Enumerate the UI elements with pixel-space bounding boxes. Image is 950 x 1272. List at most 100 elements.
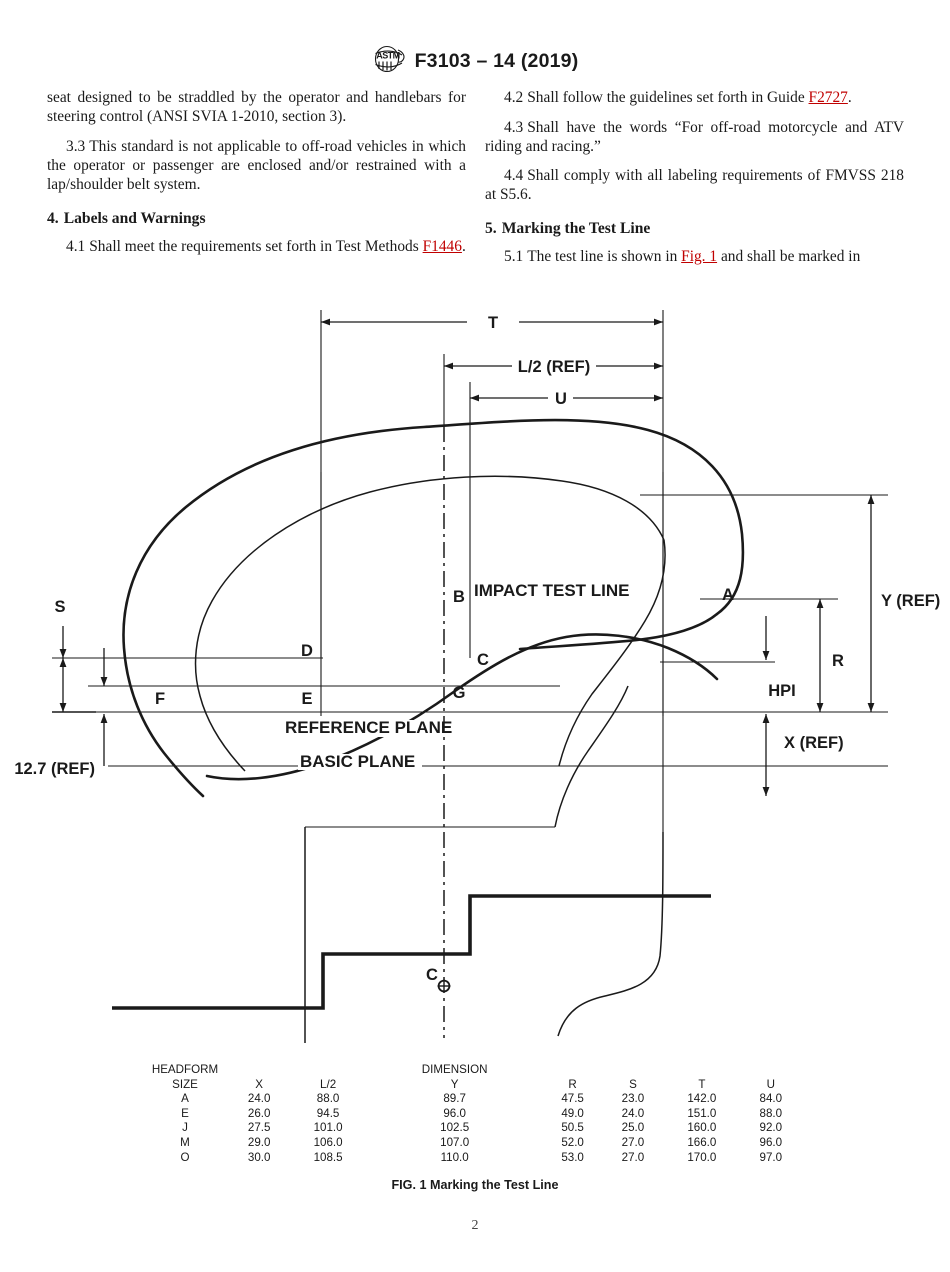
clause-number: 4.1 bbox=[66, 237, 86, 255]
column-header-U: U bbox=[766, 1077, 775, 1091]
row-size: A bbox=[181, 1092, 189, 1106]
table-row: A 24.0 88.0 89.7 47.5 23.0 142.0 84.0 bbox=[141, 1092, 801, 1107]
table-row: O 30.0 108.5 110.0 53.0 27.0 170.0 97.0 bbox=[141, 1151, 801, 1166]
link-f1446[interactable]: F1446 bbox=[422, 237, 462, 255]
cell-R: 50.5 bbox=[561, 1121, 584, 1135]
cell-L2: 101.0 bbox=[313, 1121, 343, 1135]
cell-T: 160.0 bbox=[687, 1121, 717, 1135]
link-fig-1[interactable]: Fig. 1 bbox=[681, 248, 718, 265]
cell-S: 25.0 bbox=[621, 1121, 645, 1135]
point-label-A: A bbox=[722, 586, 734, 604]
impact-test-line bbox=[112, 894, 711, 1010]
dimension-label-L2: L/2 (REF) bbox=[518, 358, 590, 376]
figure-caption: FIG. 1 Marking the Test Line bbox=[391, 1178, 559, 1192]
dimension-table-container: HEADFORM DIMENSION SIZE X L/2 Y R S T U bbox=[141, 1063, 801, 1165]
point-label-G: G bbox=[453, 684, 466, 702]
dimension-label-HPI: HPI bbox=[768, 682, 796, 700]
cell-Y: 107.0 bbox=[440, 1135, 470, 1149]
paragraph-continued: seat designed to be straddled by the ope… bbox=[47, 89, 466, 125]
cell-U: 92.0 bbox=[759, 1121, 783, 1135]
point-label-C-center: C bbox=[426, 966, 438, 984]
column-header-L2: L/2 bbox=[320, 1077, 337, 1091]
text-column-left: seat designed to be straddled by the ope… bbox=[47, 88, 466, 266]
svg-text:M: M bbox=[392, 51, 400, 61]
table-row: M 29.0 106.0 107.0 52.0 27.0 166.0 96.0 bbox=[141, 1136, 801, 1151]
dimension-table: HEADFORM DIMENSION SIZE X L/2 Y R S T U bbox=[141, 1063, 801, 1165]
cell-L2: 108.5 bbox=[313, 1150, 343, 1164]
page-number: 2 bbox=[471, 1218, 479, 1233]
cell-Y: 96.0 bbox=[443, 1106, 466, 1120]
cell-X: 24.0 bbox=[247, 1092, 271, 1106]
cell-U: 84.0 bbox=[759, 1092, 783, 1106]
astm-logo-icon: A S T M bbox=[372, 44, 406, 79]
cell-L2: 88.0 bbox=[316, 1092, 340, 1106]
point-label-E: E bbox=[301, 690, 312, 708]
svg-text:S: S bbox=[382, 51, 388, 61]
page-header: A S T M F3103 – 14 (2019) bbox=[0, 44, 950, 79]
body-text: seat designed to be straddled by the ope… bbox=[47, 88, 904, 288]
dimension-label-R: R bbox=[832, 652, 844, 670]
dimension-label-X: X (REF) bbox=[784, 734, 844, 752]
table-row: E 26.0 94.5 96.0 49.0 24.0 151.0 88.0 bbox=[141, 1107, 801, 1122]
face-profile bbox=[205, 633, 719, 781]
section-number: 5. bbox=[485, 220, 497, 237]
headform-outline-right bbox=[558, 539, 666, 767]
label-backdrop-ref bbox=[283, 720, 443, 737]
column-header-S: S bbox=[629, 1077, 637, 1091]
cell-S: 27.0 bbox=[621, 1150, 645, 1164]
standard-designation: F3103 – 14 (2019) bbox=[414, 50, 579, 72]
clause-text: Shall follow the guidelines set forth in… bbox=[527, 89, 805, 106]
link-f2727[interactable]: F2727 bbox=[808, 89, 848, 106]
construction-lines bbox=[52, 494, 888, 828]
svg-text:T: T bbox=[387, 51, 393, 61]
cell-Y: 89.7 bbox=[443, 1092, 466, 1106]
cell-S: 24.0 bbox=[621, 1106, 645, 1120]
cell-T: 151.0 bbox=[687, 1106, 717, 1120]
vertical-construction-lines bbox=[320, 472, 664, 832]
cell-Y: 102.5 bbox=[440, 1121, 470, 1135]
dimension-label-Y: Y (REF) bbox=[881, 592, 940, 610]
table-header-row-1: HEADFORM DIMENSION bbox=[141, 1063, 801, 1078]
clause-text: The test line is shown in bbox=[527, 248, 678, 265]
clause-text: Shall have the words “For off-road motor… bbox=[485, 118, 904, 155]
helmet-rear-hook bbox=[518, 612, 719, 651]
row-size: M bbox=[180, 1135, 190, 1149]
jaw-inner-curve bbox=[554, 685, 629, 828]
cell-L2: 94.5 bbox=[316, 1106, 340, 1120]
column-header-Y: Y bbox=[450, 1077, 459, 1091]
helmet-outer-shell bbox=[122, 418, 745, 798]
cell-X: 30.0 bbox=[247, 1150, 271, 1164]
size-column-header: SIZE bbox=[172, 1077, 198, 1091]
cell-Y: 110.0 bbox=[440, 1150, 469, 1164]
cell-T: 142.0 bbox=[687, 1092, 717, 1106]
cell-T: 166.0 bbox=[687, 1135, 717, 1149]
impact-test-line-label: IMPACT TEST LINE bbox=[474, 581, 630, 600]
cell-T: 170.0 bbox=[687, 1150, 717, 1164]
row-size: E bbox=[181, 1106, 189, 1120]
section-title: Labels and Warnings bbox=[63, 209, 206, 227]
column-header-X: X bbox=[255, 1077, 264, 1091]
clause-text-tail: . bbox=[461, 237, 466, 255]
point-label-B: B bbox=[453, 588, 465, 606]
point-G-marker bbox=[437, 979, 451, 993]
point-label-D: D bbox=[301, 642, 313, 660]
cell-X: 29.0 bbox=[247, 1135, 271, 1149]
column-header-R: R bbox=[568, 1077, 577, 1091]
clause-text-tail: and shall be marked in bbox=[720, 248, 861, 265]
table-row: J 27.5 101.0 102.5 50.5 25.0 160.0 92.0 bbox=[141, 1121, 801, 1136]
svg-text:A: A bbox=[376, 51, 383, 61]
dimension-label-12-7: 12.7 (REF) bbox=[14, 760, 95, 778]
cell-U: 88.0 bbox=[759, 1106, 783, 1120]
cell-U: 96.0 bbox=[759, 1135, 783, 1149]
dimension-label-S: S bbox=[54, 598, 65, 616]
headform-corner-label: HEADFORM bbox=[151, 1063, 219, 1076]
cell-R: 49.0 bbox=[561, 1106, 584, 1120]
label-backdrop bbox=[298, 754, 422, 770]
cell-S: 23.0 bbox=[621, 1092, 645, 1106]
dimension-S bbox=[52, 626, 96, 713]
row-size: J bbox=[182, 1121, 188, 1135]
